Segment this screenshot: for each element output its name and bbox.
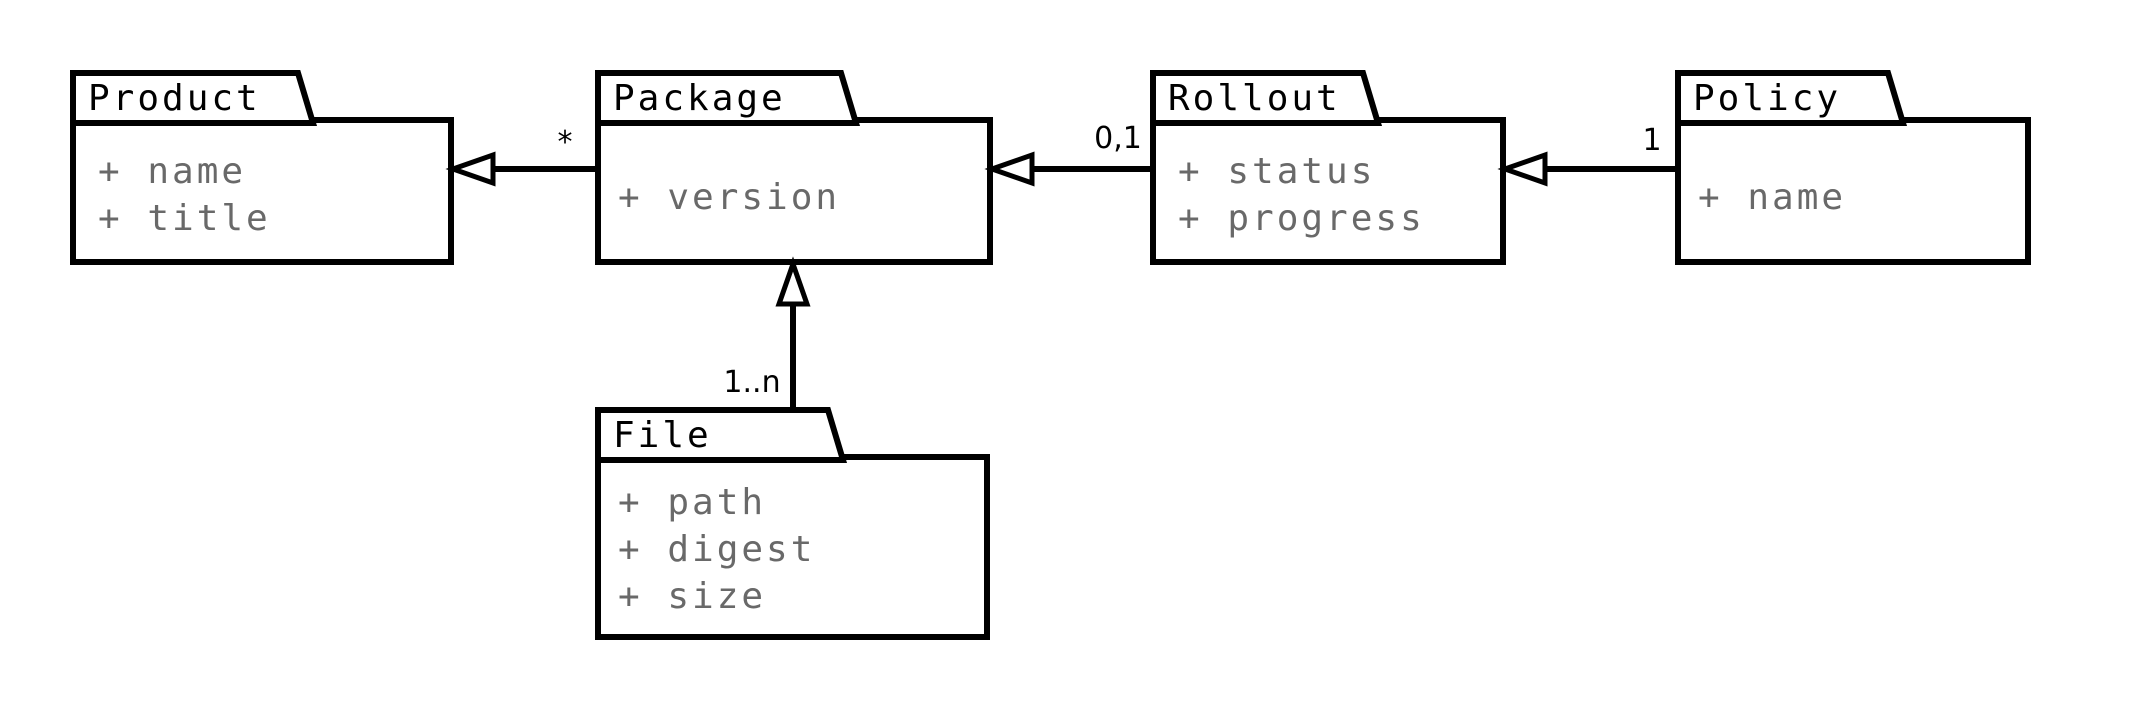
class-title-rollout: Rollout: [1168, 78, 1341, 119]
class-attr-package-version: + version: [618, 177, 840, 218]
class-box-policy: Policy + name: [1675, 70, 2031, 265]
class-title-file: File: [613, 415, 712, 456]
class-attr-rollout-progress: + progress: [1178, 198, 1425, 239]
class-box-package: Package + version: [595, 70, 993, 265]
class-tab-rollout: [1150, 70, 1383, 126]
class-box-product: Product + name + title: [70, 70, 454, 265]
class-box-file: File + path + digest + size: [595, 407, 990, 640]
relation-package-product: *: [445, 125, 598, 187]
class-tab-policy: [1675, 70, 1908, 126]
class-attr-policy-name: + name: [1698, 177, 1846, 218]
class-box-rollout: Rollout + status + progress: [1150, 70, 1506, 265]
multiplicity-rollout-package: 0,1: [1094, 121, 1142, 156]
class-attr-product-title: + title: [98, 198, 271, 239]
class-body-file: [595, 454, 990, 640]
hollow-arrowhead-icon: [445, 151, 496, 187]
multiplicity-policy-rollout: 1: [1642, 123, 1661, 158]
class-tab-package: [595, 70, 861, 126]
class-attr-file-digest: + digest: [618, 529, 815, 570]
class-tab-file: [595, 407, 848, 463]
hollow-arrowhead-icon: [1497, 151, 1548, 187]
class-attr-rollout-status: + status: [1178, 151, 1375, 192]
class-attr-file-size: + size: [618, 576, 766, 617]
class-title-product: Product: [88, 78, 261, 119]
relation-file-package: 1..n: [723, 256, 811, 410]
multiplicity-file-package: 1..n: [723, 365, 780, 400]
relation-rollout-package: 0,1: [984, 121, 1153, 187]
class-attr-file-path: + path: [618, 482, 766, 523]
class-attr-product-name: + name: [98, 151, 246, 192]
hollow-arrowhead-icon: [775, 256, 811, 307]
hollow-arrowhead-icon: [984, 151, 1035, 187]
class-body-rollout: [1150, 117, 1506, 265]
relation-policy-rollout: 1: [1497, 123, 1678, 187]
class-body-product: [70, 117, 454, 265]
class-title-package: Package: [613, 78, 786, 119]
class-title-policy: Policy: [1693, 78, 1841, 119]
multiplicity-package-product: *: [558, 125, 573, 160]
class-tab-product: [70, 70, 318, 126]
